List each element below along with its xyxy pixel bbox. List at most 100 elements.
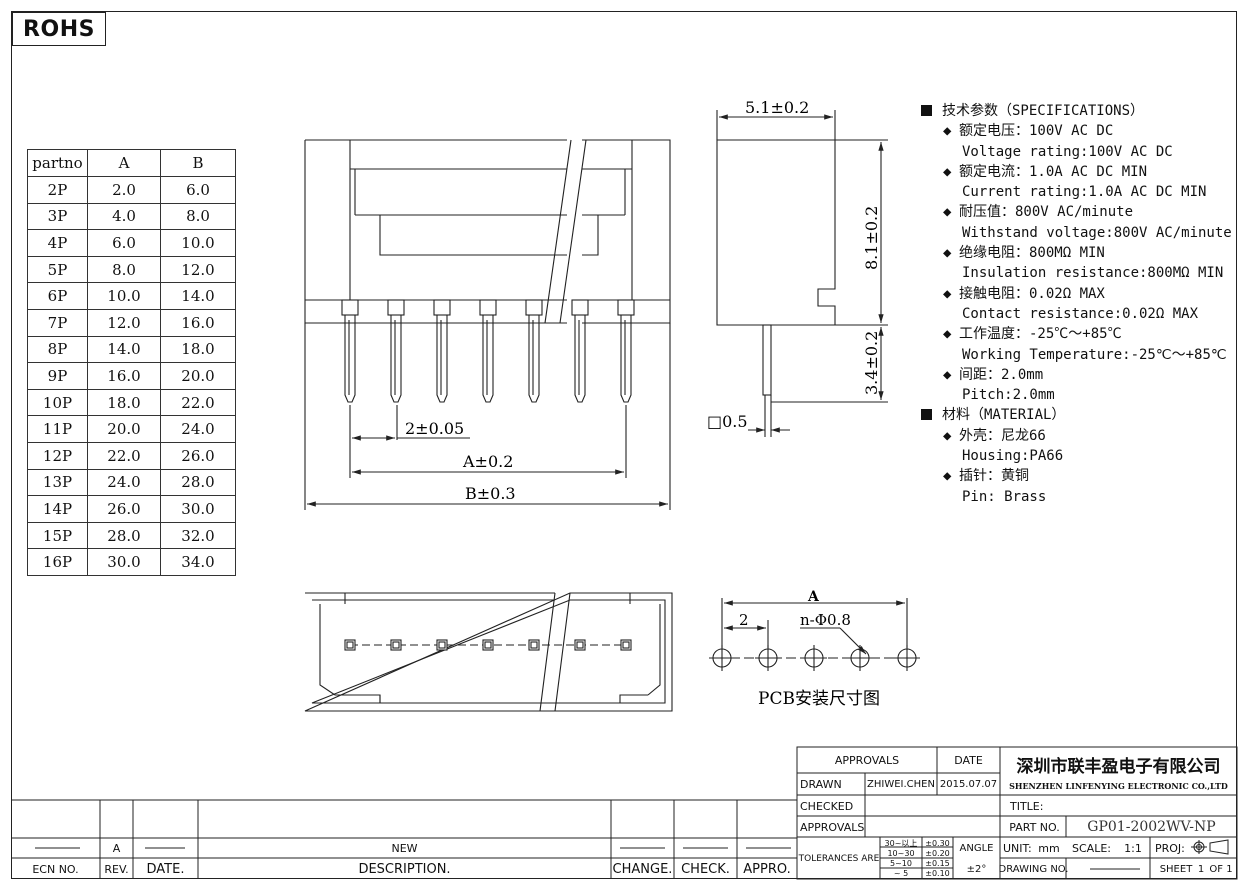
pin-square bbox=[482, 639, 494, 651]
date-header: DATE. bbox=[146, 861, 185, 877]
description-value: NEW bbox=[391, 842, 418, 855]
pin bbox=[433, 299, 451, 403]
side-width-dim: 5.1±0.2 bbox=[745, 98, 809, 117]
table-cell: 28.0 bbox=[87, 521, 161, 550]
pin bbox=[617, 299, 635, 403]
side-height-dim: 8.1±0.2 bbox=[862, 206, 881, 270]
spec-title: 技术参数（SPECIFICATIONS） bbox=[942, 103, 1145, 119]
spec-item-text: 绝缘电阻：800MΩ MIN bbox=[959, 245, 1105, 262]
b-dim-label: B±0.3 bbox=[465, 484, 516, 503]
rev-header: REV. bbox=[104, 862, 129, 876]
scale-value: 1:1 bbox=[1124, 841, 1142, 855]
bottom-view bbox=[304, 592, 673, 712]
spec-title-row: 技术参数（SPECIFICATIONS） bbox=[921, 101, 1232, 121]
drawn-date: 2015.07.07 bbox=[939, 779, 998, 790]
check-header: CHECK. bbox=[681, 861, 730, 877]
angle-label: ANGLE bbox=[959, 842, 994, 854]
table-cell: 34.0 bbox=[160, 548, 236, 576]
rev-value: A bbox=[112, 842, 121, 855]
tol-range: 10~30 bbox=[887, 848, 915, 858]
spec-item: ◆ 绝缘电阻：800MΩ MIN bbox=[921, 243, 1232, 263]
table-cell: 8P bbox=[27, 335, 88, 364]
drawing-no-label: DRAWING NO. bbox=[998, 863, 1069, 875]
side-view bbox=[716, 110, 888, 437]
title-label: TITLE: bbox=[1010, 799, 1044, 813]
a-dim-label: A±0.2 bbox=[462, 452, 513, 471]
spec-item-en: Working Temperature:-25℃～+85℃ bbox=[962, 346, 1227, 363]
table-cell: 5P bbox=[27, 255, 88, 284]
table-cell: 2.0 bbox=[87, 176, 161, 204]
spec-item-text: 工作温度：-25℃～+85℃ bbox=[959, 326, 1122, 343]
pin-square bbox=[528, 639, 540, 651]
tolerances-label: TOLERANCES ARE bbox=[798, 853, 880, 864]
table-cell: 32.0 bbox=[160, 521, 236, 550]
pin bbox=[571, 299, 589, 403]
material-item: ◆ 外壳：尼龙66 bbox=[921, 426, 1232, 446]
checked-label: CHECKED bbox=[800, 799, 854, 813]
diamond-bullet-icon: ◆ bbox=[943, 427, 952, 444]
material-item-en: Pin: Brass bbox=[962, 488, 1047, 505]
pin bbox=[387, 299, 405, 403]
table-cell: 18.0 bbox=[87, 388, 161, 417]
material-item-en: Housing:PA66 bbox=[962, 448, 1064, 465]
square-bullet-icon bbox=[921, 105, 932, 116]
material-item: ◆插针：黄铜 bbox=[921, 466, 1232, 486]
material-title-row: 材料（MATERIAL） bbox=[921, 405, 1232, 425]
pin-square bbox=[620, 639, 632, 651]
table-cell: 14.0 bbox=[87, 335, 161, 364]
spec-item: ◆接触电阻：0.02Ω MAX bbox=[921, 284, 1232, 304]
pcb-pitch-label: 2 bbox=[739, 611, 749, 629]
pin-square-inner bbox=[346, 641, 354, 649]
tol-value: ±0.30 bbox=[925, 838, 950, 848]
unit-value: mm bbox=[1038, 841, 1060, 855]
pcb-hole-label: n-Φ0.8 bbox=[800, 611, 851, 629]
header-a: A bbox=[87, 149, 161, 177]
table-cell: 10.0 bbox=[160, 229, 236, 257]
pin bbox=[525, 299, 543, 403]
pin-square-inner bbox=[576, 641, 584, 649]
table-cell: 6.0 bbox=[160, 176, 236, 204]
table-cell: 3P bbox=[27, 202, 88, 231]
table-cell: 26.0 bbox=[160, 441, 236, 470]
table-cell: 12.0 bbox=[87, 308, 161, 337]
spec-item-en: Contact resistance:0.02Ω MAX bbox=[962, 305, 1199, 322]
square-bullet-icon bbox=[921, 409, 932, 421]
pin-square bbox=[436, 639, 448, 651]
pin-square-dim: □0.5 bbox=[707, 412, 748, 431]
diamond-bullet-icon: ◆ bbox=[943, 285, 952, 302]
pin-square-inner bbox=[530, 641, 538, 649]
part-no-label: PART NO. bbox=[1009, 820, 1060, 834]
spec-item-text: 耐压值：800V AC/minute bbox=[959, 204, 1134, 221]
diamond-bullet-icon: ◆ bbox=[943, 366, 952, 383]
date-col-header: DATE bbox=[954, 754, 983, 767]
projection-icon bbox=[1191, 839, 1229, 855]
part-no-value: GP01-2002WV-NP bbox=[1087, 819, 1216, 835]
side-pin-dim: 3.4±0.2 bbox=[862, 331, 881, 395]
front-pins bbox=[341, 299, 635, 403]
table-cell: 28.0 bbox=[160, 468, 236, 497]
tol-value: ±0.15 bbox=[925, 858, 950, 868]
pcb-layout bbox=[709, 598, 920, 671]
spec-item-text: 额定电流：1.0A AC DC MIN bbox=[959, 163, 1148, 180]
pin-square-inner bbox=[622, 641, 630, 649]
material-item-text: 外壳：尼龙66 bbox=[959, 427, 1046, 444]
spec-item: ◆额定电流：1.0A AC DC MIN bbox=[921, 162, 1232, 182]
diamond-bullet-icon: ◆ bbox=[943, 245, 952, 262]
spec-item: ◆间距：2.0mm bbox=[921, 365, 1232, 385]
table-cell: 20.0 bbox=[160, 362, 236, 390]
spec-item-en: Pitch:2.0mm bbox=[962, 387, 1055, 404]
table-cell: 8.0 bbox=[160, 202, 236, 231]
sheet-label: SHEET bbox=[1159, 863, 1193, 875]
tol-value: ±0.10 bbox=[925, 868, 950, 878]
